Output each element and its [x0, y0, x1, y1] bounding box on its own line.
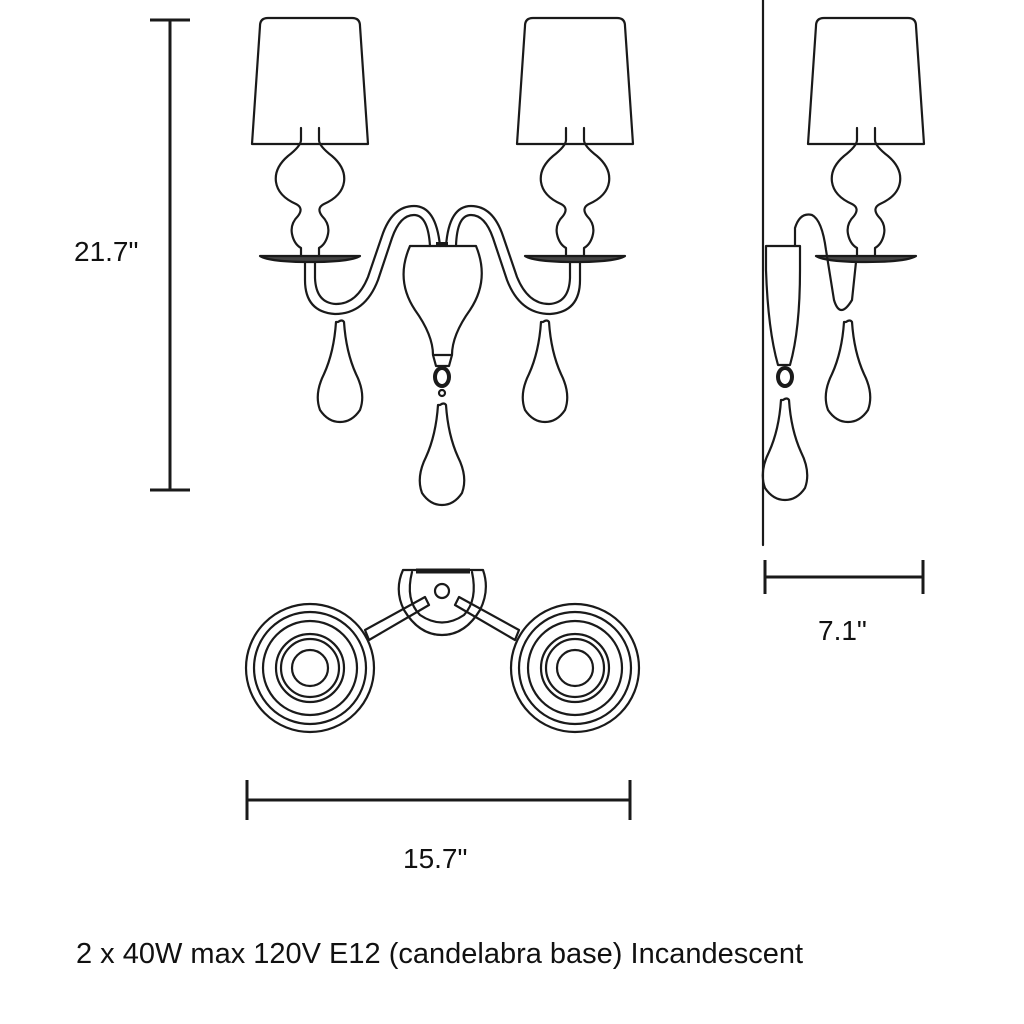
top-right-arm: [453, 595, 521, 642]
right-crystal-drop: [521, 319, 569, 424]
depth-dimension-line: [763, 560, 925, 594]
top-right-cup: [509, 602, 641, 734]
side-candle-stem: [814, 126, 918, 264]
mount-screw: [433, 582, 451, 600]
top-left-arm: [363, 595, 431, 642]
front-view: [250, 16, 635, 507]
left-candle-stem: [258, 126, 362, 264]
left-arm-inner: [313, 204, 442, 306]
mount-cap: [436, 242, 448, 246]
side-crystal-drop: [824, 319, 872, 424]
left-crystal-drop: [316, 319, 364, 424]
side-view: [761, 0, 926, 547]
width-dimension-line: [245, 780, 632, 820]
body-tip: [431, 353, 454, 368]
left-arm: [303, 213, 432, 316]
side-center-drop: [761, 397, 809, 502]
left-shade: [250, 16, 370, 146]
height-dimension-line: [150, 18, 190, 492]
right-arm: [454, 213, 582, 316]
side-arm: [793, 213, 858, 312]
side-backplate: [764, 244, 802, 367]
side-shade: [806, 16, 926, 146]
spec-text: 2 x 40W max 120V E12 (candelabra base) I…: [76, 938, 804, 970]
right-shade: [515, 16, 635, 146]
depth-label: 7.1": [818, 615, 867, 646]
top-bracket-outer: [397, 568, 487, 637]
width-label: 15.7": [403, 843, 468, 874]
center-crystal-drop: [418, 402, 466, 507]
top-view: [244, 568, 641, 734]
right-candle-stem: [523, 126, 627, 264]
hook-loop: [437, 388, 447, 398]
top-bracket-inner: [408, 570, 475, 624]
right-arm-inner: [444, 204, 572, 306]
top-left-cup: [244, 602, 376, 734]
height-label: 21.7": [74, 236, 139, 267]
side-hook: [776, 366, 794, 388]
center-body: [402, 244, 483, 357]
hook-ring: [433, 366, 451, 388]
